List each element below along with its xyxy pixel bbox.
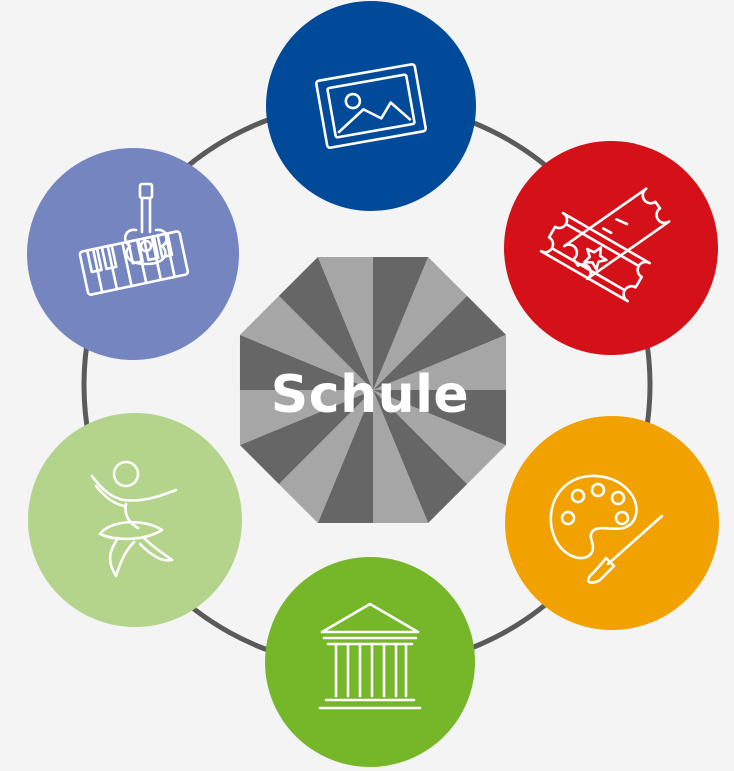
center-octagon	[239, 256, 507, 524]
node-tanz[interactable]	[28, 413, 242, 627]
palette-brush-icon	[549, 474, 664, 584]
node-theater[interactable]	[504, 141, 718, 355]
framed-picture-icon	[315, 63, 427, 149]
dancer-icon	[90, 460, 178, 578]
octagon-segment	[373, 256, 468, 390]
octagon-segment	[317, 390, 373, 524]
node-circle	[27, 148, 239, 360]
guitar-keyboard-icon	[78, 182, 190, 296]
octagon-segment	[373, 390, 507, 485]
node-museum[interactable]	[265, 557, 475, 767]
octagon-segment	[317, 256, 373, 390]
octagon-segment	[373, 390, 507, 446]
tickets-icon	[539, 187, 671, 303]
octagon-segment	[239, 295, 373, 390]
octagon-segment	[278, 390, 373, 524]
node-malen[interactable]	[505, 416, 719, 630]
octagon-segment	[239, 390, 373, 485]
octagon-segment	[373, 295, 507, 390]
octagon-segment	[278, 256, 373, 390]
node-musik[interactable]	[27, 148, 239, 360]
octagon-segment	[373, 256, 429, 390]
octagon-segment	[373, 334, 507, 390]
octagon-segment	[373, 390, 468, 524]
node-circle	[505, 416, 719, 630]
center-label: Schule	[271, 365, 469, 425]
node-circle	[504, 141, 718, 355]
node-circle	[266, 1, 476, 211]
octagon-segment	[239, 390, 373, 446]
node-circle	[265, 557, 475, 767]
octagon-segment	[373, 390, 429, 524]
node-bildende-kunst[interactable]	[266, 1, 476, 211]
node-circle	[28, 413, 242, 627]
museum-building-icon	[318, 602, 422, 710]
